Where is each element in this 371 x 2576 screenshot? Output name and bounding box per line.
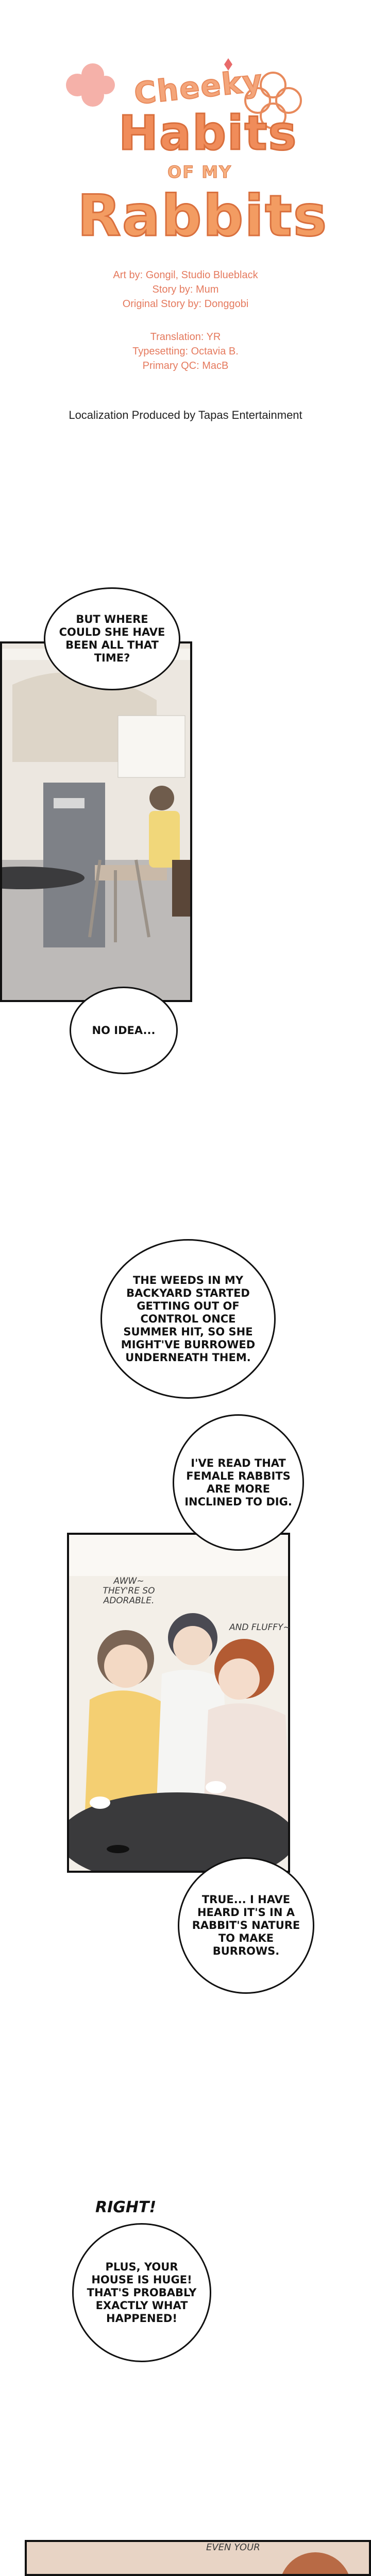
bubble-text: TRUE... I HAVE HEARD IT'S IN A RABBIT'S … bbox=[192, 1893, 300, 1957]
credit-story: Story by: Mum bbox=[152, 284, 219, 295]
comic-panel-cafe bbox=[0, 641, 192, 1002]
credit-art: Art by: Gongil, Studio Blueblack bbox=[113, 269, 258, 281]
localization-credit: Localization Produced by Tapas Entertain… bbox=[69, 409, 302, 421]
logo-word-of-my: OF MY bbox=[167, 162, 232, 182]
speech-bubble-female-rabbits: I'VE READ THAT FEMALE RABBITS ARE MORE I… bbox=[173, 1414, 304, 1551]
sfx-aww: AWW~ THEY'RE SO ADORABLE. bbox=[103, 1576, 155, 1606]
bubble-text: NO IDEA... bbox=[92, 1024, 156, 1037]
logo-word-rabbits: Rabbits bbox=[76, 182, 328, 250]
credit-qc: Primary QC: MacB bbox=[142, 360, 229, 371]
speech-bubble-where: BUT WHERE COULD SHE HAVE BEEN ALL THAT T… bbox=[44, 587, 180, 690]
sfx-right: RIGHT! bbox=[95, 2198, 157, 2216]
bottom-scene-illustration bbox=[27, 2542, 369, 2574]
bubble-text: I'VE READ THAT FEMALE RABBITS ARE MORE I… bbox=[184, 1456, 292, 1508]
bubble-text: THE WEEDS IN MY BACKYARD STARTED GETTING… bbox=[121, 1274, 256, 1364]
bubble-text: BUT WHERE COULD SHE HAVE BEEN ALL THAT T… bbox=[59, 613, 165, 664]
sfx-fluffy: AND FLUFFY~ bbox=[229, 1622, 291, 1633]
comic-panel-friends bbox=[67, 1533, 290, 1873]
speech-bubble-burrows: TRUE... I HAVE HEARD IT'S IN A RABBIT'S … bbox=[178, 1857, 314, 1994]
credit-translation: Translation: YR bbox=[150, 331, 221, 343]
credit-typesetting: Typesetting: Octavia B. bbox=[132, 346, 239, 357]
speech-bubble-no-idea: NO IDEA... bbox=[70, 987, 178, 1074]
series-logo: Cheeky Habits OF MY Rabbits bbox=[57, 49, 328, 250]
friends-scene-illustration bbox=[69, 1535, 288, 1871]
clover-decoration-icon bbox=[66, 58, 302, 129]
sfx-even-your: EVEN YOUR bbox=[206, 2542, 260, 2553]
credits-block-2: Translation: YR Typesetting: Octavia B. … bbox=[0, 330, 371, 373]
comic-panel-bottom bbox=[25, 2540, 371, 2576]
credit-original: Original Story by: Donggobi bbox=[122, 298, 249, 310]
cafe-scene-illustration bbox=[2, 643, 190, 1000]
speech-bubble-house-huge: PLUS, YOUR HOUSE IS HUGE! THAT'S PROBABL… bbox=[72, 2223, 211, 2362]
speech-bubble-weeds: THE WEEDS IN MY BACKYARD STARTED GETTING… bbox=[100, 1239, 276, 1399]
logo-word-habits: Habits bbox=[117, 105, 298, 162]
bubble-text: PLUS, YOUR HOUSE IS HUGE! THAT'S PROBABL… bbox=[87, 2260, 197, 2325]
credits-block-1: Art by: Gongil, Studio Blueblack Story b… bbox=[0, 268, 371, 311]
